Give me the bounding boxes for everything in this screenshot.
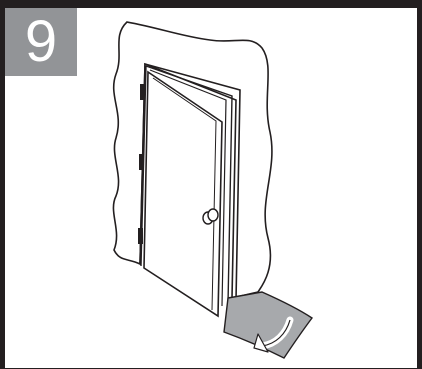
step-number-badge: 9	[5, 8, 77, 76]
door-panel	[144, 72, 222, 316]
hinge-top	[140, 84, 145, 100]
hinge-bottom	[138, 228, 143, 244]
step-number: 9	[25, 13, 57, 71]
hinge-middle	[139, 154, 144, 170]
